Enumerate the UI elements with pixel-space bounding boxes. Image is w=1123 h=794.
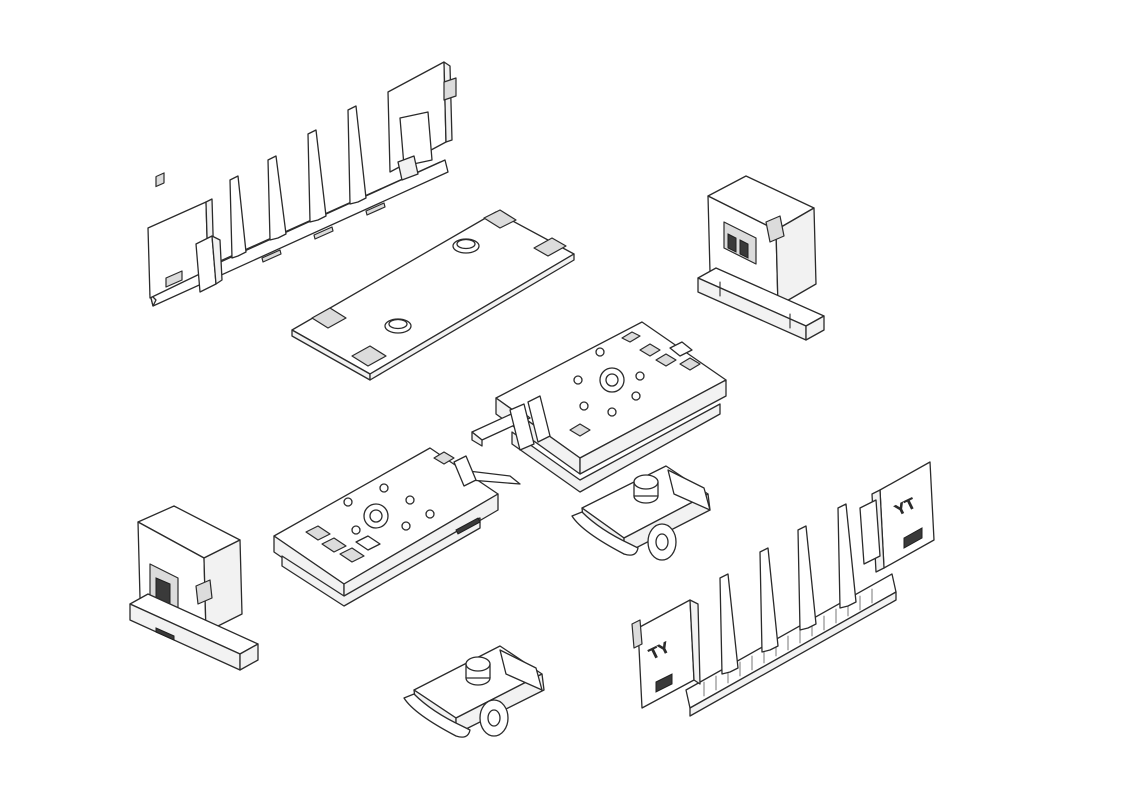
clip-block-right [698, 176, 824, 340]
carrier-lower [274, 448, 520, 606]
flat-plate [292, 210, 574, 380]
carrier-upper [472, 322, 726, 492]
clip-block-left [130, 506, 258, 670]
roller-lower [404, 646, 544, 737]
